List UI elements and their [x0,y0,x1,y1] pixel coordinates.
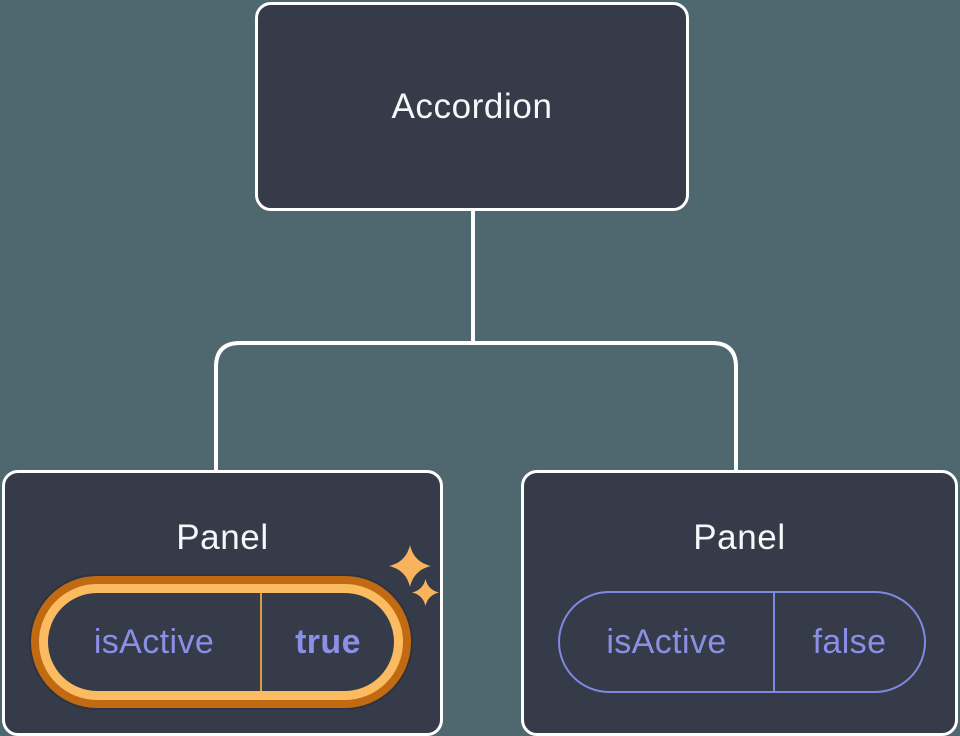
state-prop-value: false [812,622,887,661]
node-accordion: Accordion [255,2,689,211]
state-pill-inactive: isActive false [558,591,926,693]
node-panel-active: Panel isActive true [2,470,443,736]
sparkle-icon [389,545,431,587]
pill-divider [773,593,775,691]
state-prop-value: true [295,622,361,661]
state-prop-name: isActive [93,622,215,661]
pill-divider [260,593,262,691]
state-prop-name: isActive [606,622,727,661]
node-accordion-label: Accordion [391,86,553,126]
sparkle-icon-small [412,579,439,606]
state-pill-active: isActive true [39,584,403,700]
node-panel-label: Panel [693,518,786,557]
node-panel-label: Panel [176,518,269,557]
node-panel-inactive: Panel isActive false [521,470,958,736]
